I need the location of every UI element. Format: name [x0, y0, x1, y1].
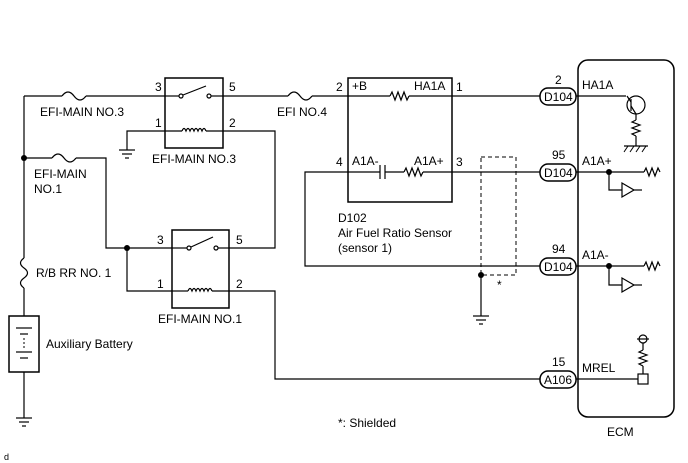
fuse-efi-no4-label: EFI NO.4 [277, 105, 327, 119]
ecm-terminal-mrel: A106 15 MREL [539, 355, 638, 389]
relay1-label: EFI-MAIN NO.1 [158, 312, 242, 326]
relay3-label: EFI-MAIN NO.3 [152, 152, 236, 166]
relay1-pin-3: 3 [157, 233, 164, 247]
wire-a1a-minus [304, 171, 540, 267]
heater-resistor [389, 90, 410, 102]
terminal-signal: HA1A [582, 78, 613, 92]
sensor-id: D102 [338, 211, 367, 225]
relay1-pin-1: 1 [157, 277, 164, 291]
connector-label: D104 [544, 260, 573, 274]
relay-efi-main-no1 [171, 229, 230, 309]
fuse-efi-main-no3-label: EFI-MAIN NO.3 [40, 105, 124, 119]
sensor-resistor [403, 166, 424, 178]
terminal-pin: 15 [552, 355, 566, 369]
ecm-label: ECM [607, 425, 634, 439]
ecm-terminal-ha1a: D104 2 HA1A [539, 73, 626, 106]
ecm-terminal-a1a-plus: D104 95 A1A+ [539, 148, 644, 182]
sensor-terminal-a1a-plus: A1A+ [414, 154, 444, 168]
fuse-efi-main-no1-label-a: EFI-MAIN [34, 167, 87, 181]
relay3-pin-2: 2 [229, 116, 236, 130]
transistor-resistor [630, 119, 642, 137]
ecm-terminal-a1a-minus: D104 94 A1A- [539, 242, 644, 276]
chassis-ground-symbol [623, 145, 648, 153]
wire-to-buffer [608, 266, 622, 286]
fuse-efi-no4 [287, 91, 313, 101]
ecm-input-resistor [643, 166, 661, 178]
battery-label: Auxiliary Battery [46, 337, 133, 351]
sensor-pin-1: 1 [456, 80, 463, 94]
relay1-switch-blade [190, 236, 214, 248]
ecm-input-resistor [643, 260, 661, 272]
fuse-efi-main-no1 [51, 153, 77, 163]
terminal-signal: A1A+ [582, 154, 612, 168]
sensor-terminal-plus-b: +B [352, 79, 367, 93]
wire-to-buffer [608, 172, 622, 191]
ground-symbol-shield [473, 315, 489, 325]
wire-fuse-to-relay1 [76, 157, 172, 249]
relay3-ground-wire [126, 130, 165, 150]
shielded-note: *: Shielded [338, 416, 396, 430]
fuse-efi-main-no1-label-b: NO.1 [34, 182, 62, 196]
transistor-emitter [630, 105, 637, 115]
relay3-pin-3: 3 [155, 80, 162, 94]
fusible-link-label: R/B RR NO. 1 [36, 266, 112, 280]
terminal-signal: A1A- [582, 248, 609, 262]
sensor-terminal-ha1a: HA1A [414, 79, 445, 93]
wire-relay1-to-ecm-mrel [229, 290, 543, 380]
terminal-pin: 2 [555, 73, 562, 87]
terminal-pin: 95 [552, 148, 566, 162]
fusible-link-rb-rr-no1 [19, 257, 29, 289]
transistor-collector [626, 95, 632, 103]
wire-relay1-coil-feed [126, 248, 172, 292]
wire-shield [480, 156, 517, 276]
ecm-box [577, 59, 675, 418]
ground-symbol-battery [16, 417, 32, 427]
relay1-coil [187, 287, 213, 293]
ground-symbol-relay3 [119, 149, 135, 159]
connector-label: A106 [544, 373, 572, 387]
mrel-pullup-resistor [637, 349, 649, 367]
relay1-pin-2: 2 [236, 277, 243, 291]
terminal-pin: 94 [552, 242, 566, 256]
sensor-name: Air Fuel Ratio Sensor [338, 226, 452, 240]
terminal-signal: MREL [582, 361, 616, 375]
relay3-pin-5: 5 [229, 80, 236, 94]
relay3-switch-blade [182, 85, 207, 96]
buffer-amp-symbol [621, 181, 636, 199]
corner-mark: d [4, 452, 9, 462]
relay3-pin-1: 1 [155, 116, 162, 130]
sensor-terminal-a1a-minus: A1A- [352, 154, 379, 168]
sensor-pin-2: 2 [336, 80, 343, 94]
relay1-pin-5: 5 [236, 233, 243, 247]
connector-label: D104 [544, 166, 573, 180]
sensor-sub: (sensor 1) [338, 241, 392, 255]
wire-relay3-coil-to-relay1 [223, 130, 276, 249]
connector-label: D104 [544, 90, 573, 104]
relay3-coil [181, 127, 207, 133]
buffer-amp-symbol [621, 276, 636, 294]
sensor-pin-4: 4 [336, 155, 343, 169]
relay-efi-main-no3 [164, 77, 224, 149]
shield-mark: * [497, 278, 502, 292]
sensor-pin-3: 3 [456, 155, 463, 169]
fuse-efi-main-no3 [61, 91, 87, 101]
